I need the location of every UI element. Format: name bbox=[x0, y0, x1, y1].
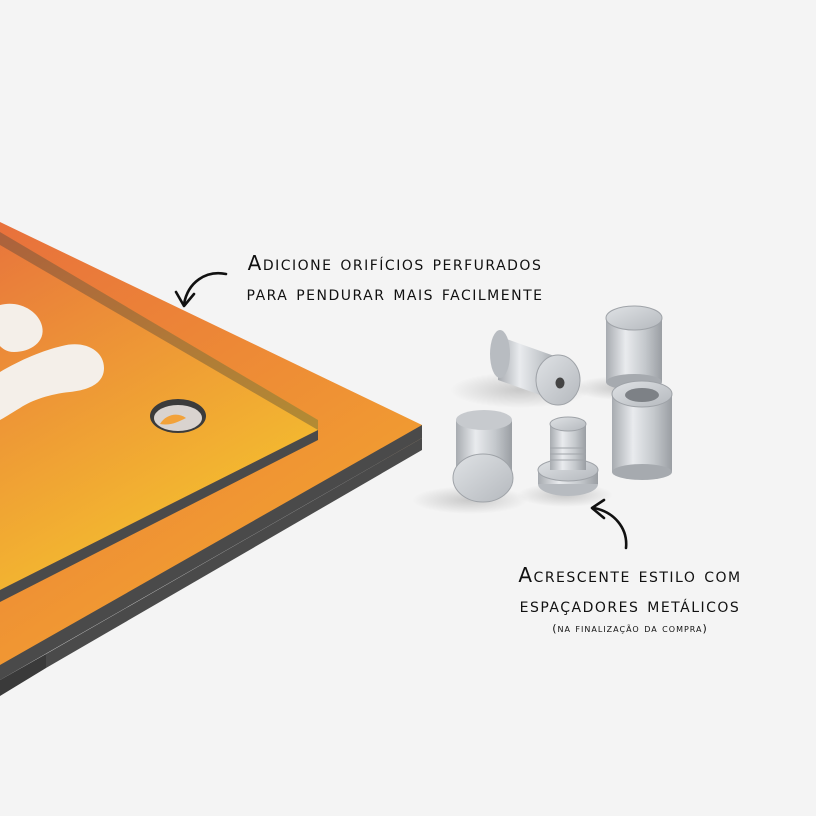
caption-spacers-line-2: espaçadores metálicos bbox=[519, 593, 741, 617]
front-acrylic-panel bbox=[0, 232, 318, 602]
spacer-screw bbox=[537, 416, 599, 496]
drilled-hole bbox=[150, 399, 206, 433]
spacer-barrel-lying bbox=[452, 410, 514, 503]
caption-holes-line-2: para pendurar mais facilmente bbox=[246, 281, 544, 305]
caption-holes-line-1: Adicione orifícios perfurados bbox=[247, 251, 543, 275]
spacer-barrel-threaded bbox=[611, 380, 673, 480]
caption-drilled-holes: Adicione orifícios perfurados para pendu… bbox=[230, 248, 560, 308]
curved-arrow-icon bbox=[174, 271, 228, 308]
spacer-lying bbox=[490, 330, 581, 406]
caption-spacers-line-1: Acrescente estilo com bbox=[518, 563, 742, 587]
caption-metal-spacers: Acrescente estilo com espaçadores metáli… bbox=[505, 560, 755, 638]
curved-arrow-icon-2 bbox=[590, 498, 628, 550]
metal-spacers bbox=[412, 305, 673, 514]
caption-spacers-note: (na finalização da compra) bbox=[552, 622, 708, 635]
spacer-cap-standing bbox=[605, 305, 663, 390]
